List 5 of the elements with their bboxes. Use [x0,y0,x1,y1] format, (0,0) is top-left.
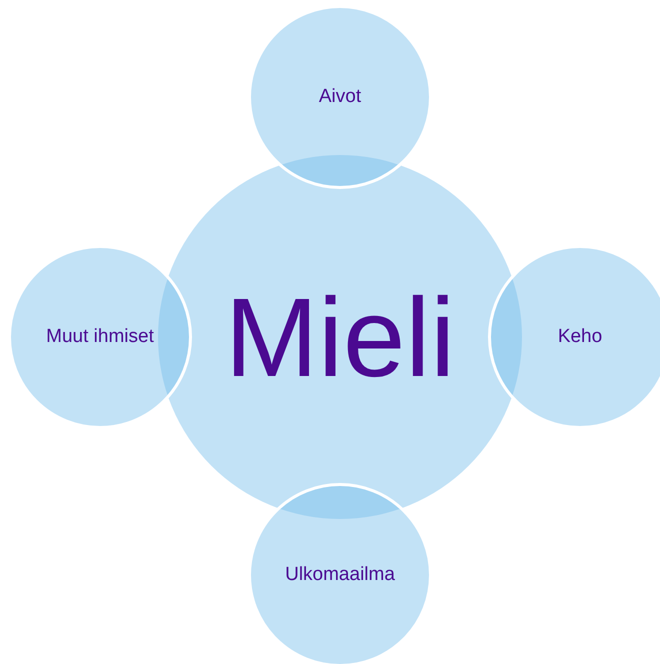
circle-label: Ulkomaailma [285,564,395,586]
circle-label: Keho [558,326,602,348]
circle-label: Aivot [318,86,362,108]
circle-label: Muut ihmiset [46,326,154,348]
circle-label: Mieli [224,274,456,402]
